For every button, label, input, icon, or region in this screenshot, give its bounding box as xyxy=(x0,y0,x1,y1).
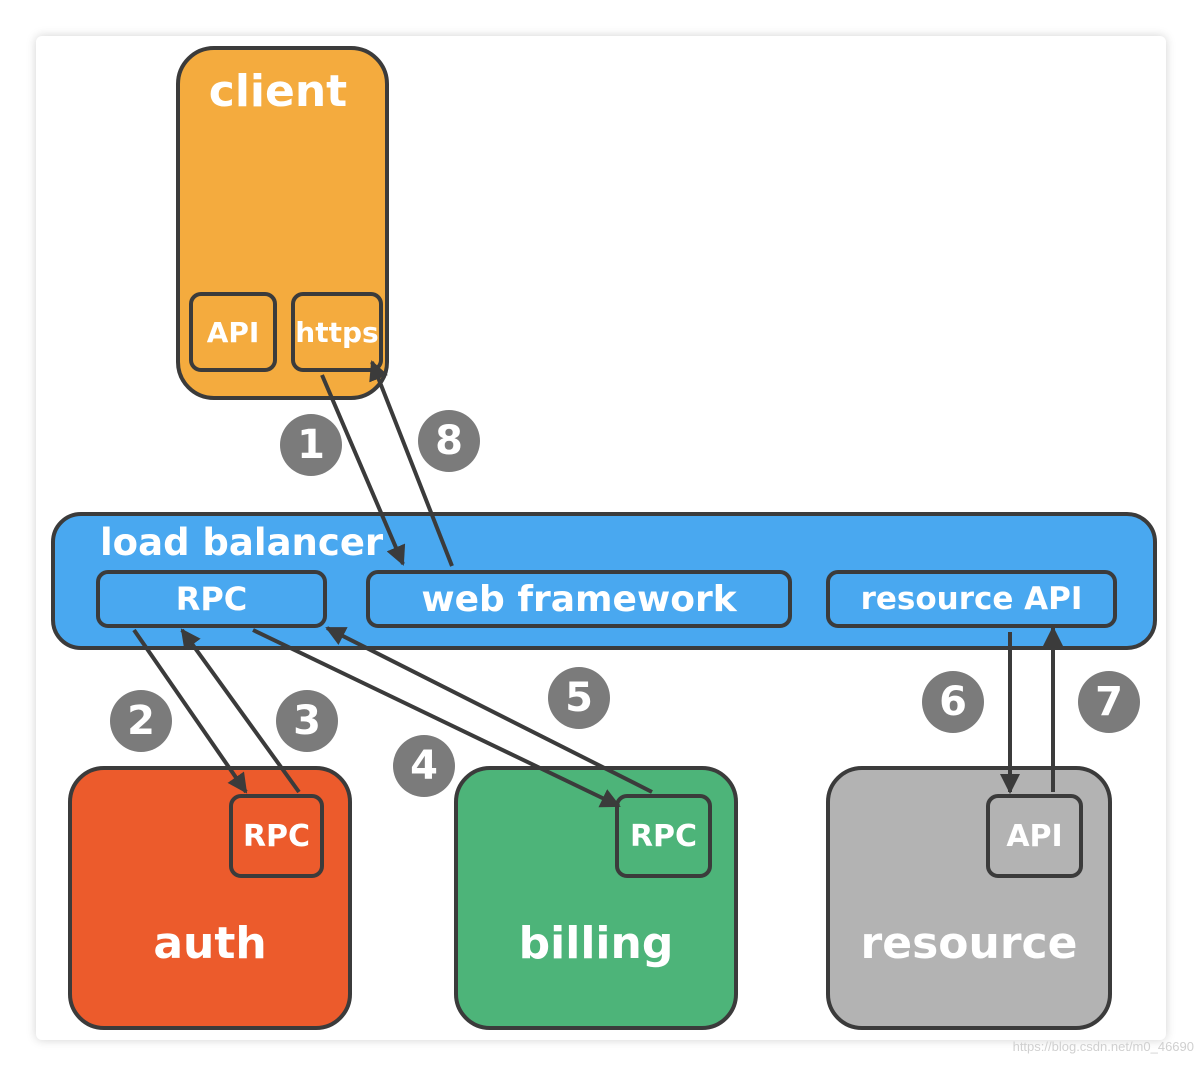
lb-web-framework-box: web framework xyxy=(366,570,792,628)
arrow-8 xyxy=(369,360,454,567)
auth-label: auth xyxy=(153,918,267,969)
step-badge-6: 6 xyxy=(922,671,984,733)
client-label: client xyxy=(208,66,348,117)
client-api-box: API xyxy=(189,292,277,372)
lb-rpc-box: RPC xyxy=(96,570,327,628)
source-watermark: https://blog.csdn.net/m0_46690 xyxy=(1012,1039,1194,1054)
step-badge-4: 4 xyxy=(393,735,455,797)
arrow-1 xyxy=(320,374,406,566)
arrow-4 xyxy=(252,628,621,808)
client-https-box: https xyxy=(291,292,383,372)
step-badge-5: 5 xyxy=(548,667,610,729)
lb-resource-api-box: resource API xyxy=(826,570,1117,628)
step-badge-2: 2 xyxy=(110,690,172,752)
resource-label: resource xyxy=(860,918,1078,969)
step-badge-1: 1 xyxy=(280,414,342,476)
billing-rpc-box: RPC xyxy=(615,794,712,878)
step-badge-3: 3 xyxy=(276,690,338,752)
billing-label: billing xyxy=(518,918,674,969)
arrow-2 xyxy=(132,628,248,794)
arrow-5 xyxy=(325,626,653,794)
auth-rpc-box: RPC xyxy=(229,794,324,878)
resource-api-box: API xyxy=(986,794,1083,878)
load-balancer-label: load balancer xyxy=(100,521,384,564)
step-badge-8: 8 xyxy=(418,410,480,472)
step-badge-7: 7 xyxy=(1078,671,1140,733)
arrow-3 xyxy=(180,628,301,794)
